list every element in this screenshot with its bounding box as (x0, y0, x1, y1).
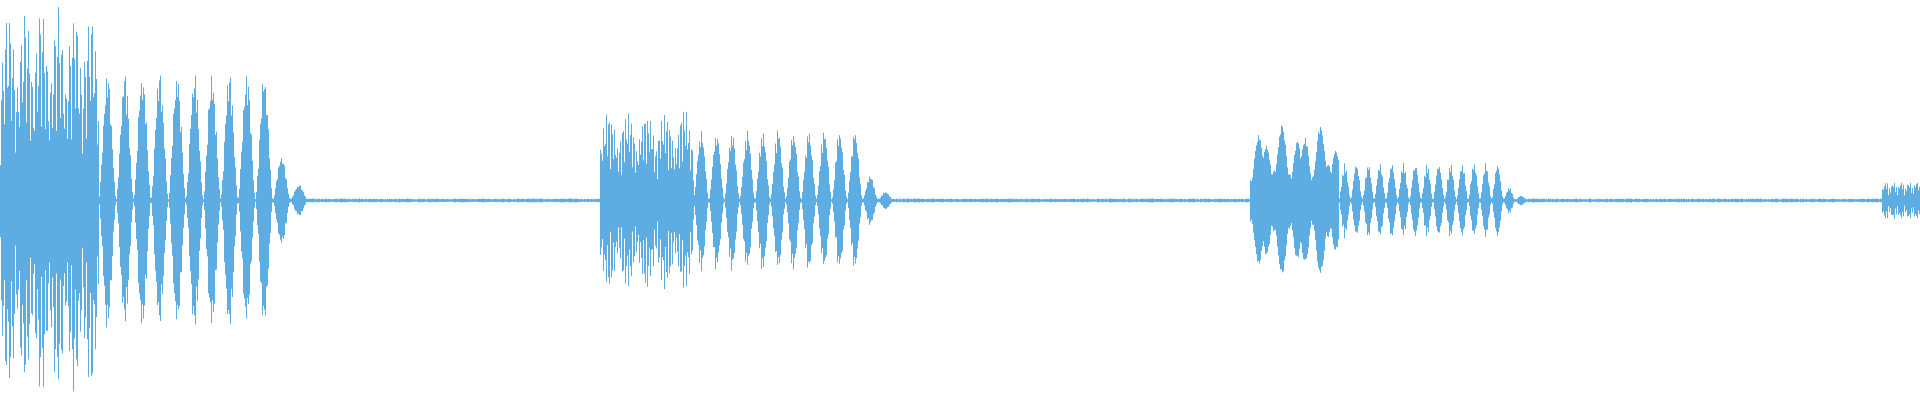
waveform-samples (0, 7, 1920, 392)
